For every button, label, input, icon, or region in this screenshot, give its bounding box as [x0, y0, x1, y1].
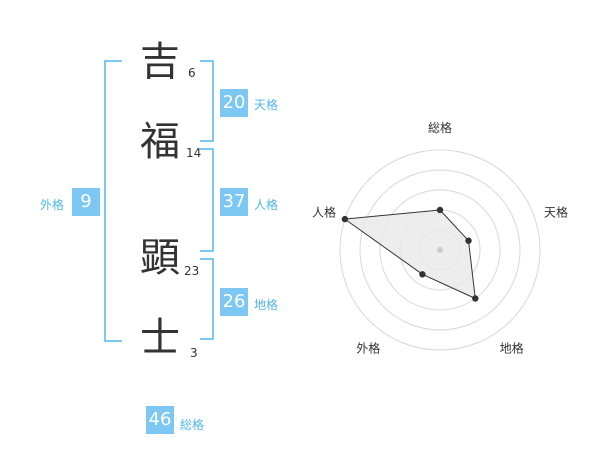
soukaku-value: 46	[146, 406, 174, 434]
name-char-1-strokes: 6	[188, 66, 196, 80]
tenkaku-label: 天格	[254, 98, 279, 112]
gaikaku-bracket	[104, 60, 122, 342]
radar-point-5	[341, 215, 349, 223]
radar-ring-4	[359, 169, 521, 331]
name-char-1: 吉	[140, 39, 180, 85]
soukaku-label: 総格	[180, 418, 205, 432]
radar-point-2	[465, 237, 472, 244]
name-char-4: 士	[140, 315, 180, 361]
jinkaku-label: 人格	[254, 198, 279, 212]
name-char-3: 顕	[140, 235, 180, 281]
radar-ring-3	[379, 189, 501, 311]
radar-center-dot	[437, 247, 443, 253]
jinkaku-value: 37	[220, 188, 248, 216]
radar-point-4	[419, 271, 426, 278]
tenkaku-value: 20	[220, 89, 248, 117]
radar-axis-label-4: 外格	[356, 341, 380, 356]
radar-point-3	[472, 295, 479, 302]
name-char-4-strokes: 3	[190, 346, 198, 360]
radar-axis-label-3: 地格	[500, 341, 524, 356]
name-char-2-strokes: 14	[186, 146, 202, 160]
tenkaku-bracket	[200, 60, 214, 142]
radar-axis-label-1: 総格	[428, 120, 452, 135]
radar-ring-5	[339, 149, 541, 351]
gaikaku-value: 9	[72, 188, 100, 216]
jinkaku-bracket	[200, 148, 214, 252]
gaikaku-label: 外格	[40, 198, 65, 212]
chikaku-label: 地格	[254, 298, 279, 312]
chikaku-bracket	[200, 258, 214, 340]
name-char-2: 福	[140, 119, 180, 165]
name-char-3-strokes: 23	[184, 264, 200, 278]
chikaku-value: 26	[220, 288, 248, 316]
radar-point-1	[436, 206, 444, 214]
radar-axis-label-2: 天格	[544, 204, 568, 219]
radar-area	[343, 209, 476, 300]
radar-axis-label-5: 人格	[312, 204, 336, 219]
